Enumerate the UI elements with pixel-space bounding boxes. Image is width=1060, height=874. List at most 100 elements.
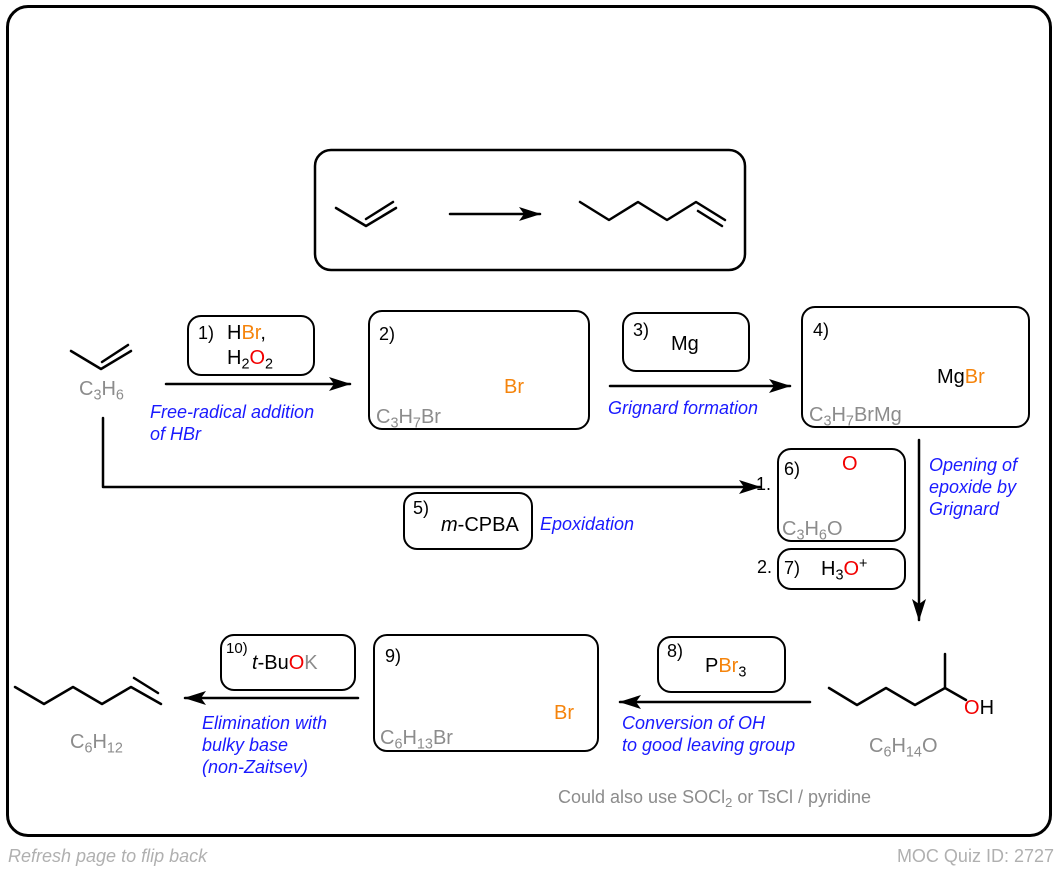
- final-hexene-double: [132, 676, 160, 695]
- annotation-line: Grignard: [929, 499, 1000, 519]
- formula-sub: 2: [265, 356, 274, 373]
- annotation-line: Free-radical addition: [150, 402, 315, 422]
- note-text: or TsCl / pyridine: [732, 787, 872, 807]
- formula-part: C: [376, 406, 391, 428]
- formula-sub: 6: [115, 387, 124, 404]
- atom-br: Br: [241, 322, 261, 344]
- target-propene-double: [364, 200, 395, 221]
- annotation-step8: Conversion of OH to good leaving group: [622, 712, 795, 756]
- atom-o: O: [288, 652, 305, 674]
- step-number: 8): [667, 641, 684, 661]
- target-hexene-bonds: [578, 200, 727, 222]
- reagent-box-1: 1) HBr, H2O2: [187, 315, 315, 376]
- step-number: 3): [633, 320, 650, 340]
- start-formula: C3H6: [79, 378, 124, 404]
- step-number: 10): [226, 640, 248, 657]
- atom-h: H: [821, 558, 836, 580]
- arrow-step5-path: [101, 416, 762, 494]
- refresh-hint[interactable]: Refresh page to flip back: [8, 846, 208, 866]
- alcohol-bonds: [827, 686, 968, 707]
- annotation-line: Conversion of OH: [622, 713, 766, 733]
- note-text: Could also use SOCl: [558, 787, 726, 807]
- annotation-line: to good leaving group: [622, 735, 796, 755]
- step-number: 1): [198, 323, 215, 343]
- formula-part: H: [402, 727, 417, 749]
- formula-part: C: [782, 518, 797, 540]
- atom-o: O: [843, 558, 860, 580]
- formula-sub: 6: [84, 740, 93, 757]
- formula-sub: 13: [416, 736, 433, 753]
- step-prefix: 1.: [756, 474, 772, 494]
- formula-sub: 7: [412, 415, 421, 432]
- compound-box-2: 2) Br C3H7Br: [368, 310, 590, 432]
- atom-o: O: [842, 453, 858, 475]
- c4-formula: C3H7BrMg: [809, 404, 902, 430]
- reagent-box-3: 3) Mg: [622, 312, 750, 372]
- atom-o: O: [964, 697, 980, 719]
- reagent-name: -CPBA: [457, 514, 519, 536]
- step-number: 4): [813, 320, 830, 340]
- compound-box-6: 6) O C3H6O: [777, 448, 906, 544]
- target-hexene-double: [696, 209, 724, 228]
- formula-part: O: [826, 518, 843, 540]
- formula-sub: 3: [823, 413, 832, 430]
- annotation-line: of HBr: [150, 424, 202, 444]
- atom-br: Br: [504, 376, 524, 398]
- formula-sub: 3: [390, 415, 399, 432]
- annotation-line: (non-Zaitsev): [202, 757, 309, 777]
- formula-part: H: [398, 406, 413, 428]
- formula-sub: 7: [845, 413, 854, 430]
- reagent-hbr: HBr,: [227, 322, 266, 345]
- annotation-step5: Epoxidation: [540, 514, 635, 534]
- alternative-reagents-note: Could also use SOCl2 or TsCl / pyridine: [558, 787, 872, 809]
- target-box: [313, 148, 747, 272]
- formula-sub: 6: [394, 736, 403, 753]
- step-number: 5): [413, 498, 430, 518]
- formula-part: Br: [432, 727, 453, 749]
- formula-sub: 3: [796, 527, 805, 544]
- alcohol-formula: C6H14O: [869, 735, 938, 760]
- reagent-h2o2: H2O2: [227, 347, 274, 373]
- reagent-box-10: 10) t-BuOK: [220, 634, 356, 691]
- start-propene-double: [100, 343, 130, 364]
- annotation-step3: Grignard formation: [608, 398, 759, 418]
- compound-box-4: 4) MgBr C3H7BrMg: [801, 306, 1030, 430]
- formula-part: Br: [420, 406, 441, 428]
- italic-prefix: t: [252, 652, 258, 674]
- reagent-tbuok: t-BuOK: [252, 652, 318, 675]
- formula-sub: 6: [818, 527, 827, 544]
- atom-p: P: [705, 655, 719, 677]
- formula-part: C: [79, 378, 94, 400]
- step-number: 6): [784, 459, 801, 479]
- step-number: 9): [385, 646, 402, 666]
- atom-br: Br: [718, 655, 739, 677]
- comma: ,: [260, 322, 266, 344]
- formula-sub: 2: [241, 356, 250, 373]
- atom-h: H: [979, 697, 995, 719]
- annotation-step1: Free-radical addition of HBr: [150, 401, 314, 445]
- atom-k: K: [304, 652, 318, 674]
- diagram-frame: [6, 5, 1052, 837]
- reagent-name: -Bu: [257, 652, 289, 674]
- charge: +: [859, 555, 868, 572]
- atom-h: H: [227, 322, 242, 344]
- final-formula: C6H12: [70, 731, 123, 757]
- reagent-mg: Mg: [671, 333, 699, 355]
- annotation-line: epoxide by: [929, 477, 1017, 497]
- start-propene-bonds: [69, 349, 133, 371]
- formula-sub: 3: [835, 567, 844, 584]
- formula-part: H: [101, 378, 116, 400]
- formula-part: C: [809, 404, 824, 426]
- c6-formula: C3H6O: [782, 518, 843, 544]
- formula-part: H: [92, 731, 107, 753]
- c4-mgbr: MgBr: [937, 366, 985, 389]
- alcohol-oh: OH: [964, 697, 994, 720]
- reagent-box-8: 8) PBr3: [657, 636, 786, 693]
- c2-formula: C3H7Br: [376, 406, 441, 432]
- step-number: 2): [379, 324, 396, 344]
- annotation-step6: Opening of epoxide by Grignard: [929, 454, 1017, 520]
- step-prefix: 2.: [757, 557, 773, 577]
- italic-prefix: m: [441, 514, 458, 536]
- reagent-box-5: 5) m-CPBA: [403, 492, 533, 550]
- formula-sub: 3: [738, 664, 747, 681]
